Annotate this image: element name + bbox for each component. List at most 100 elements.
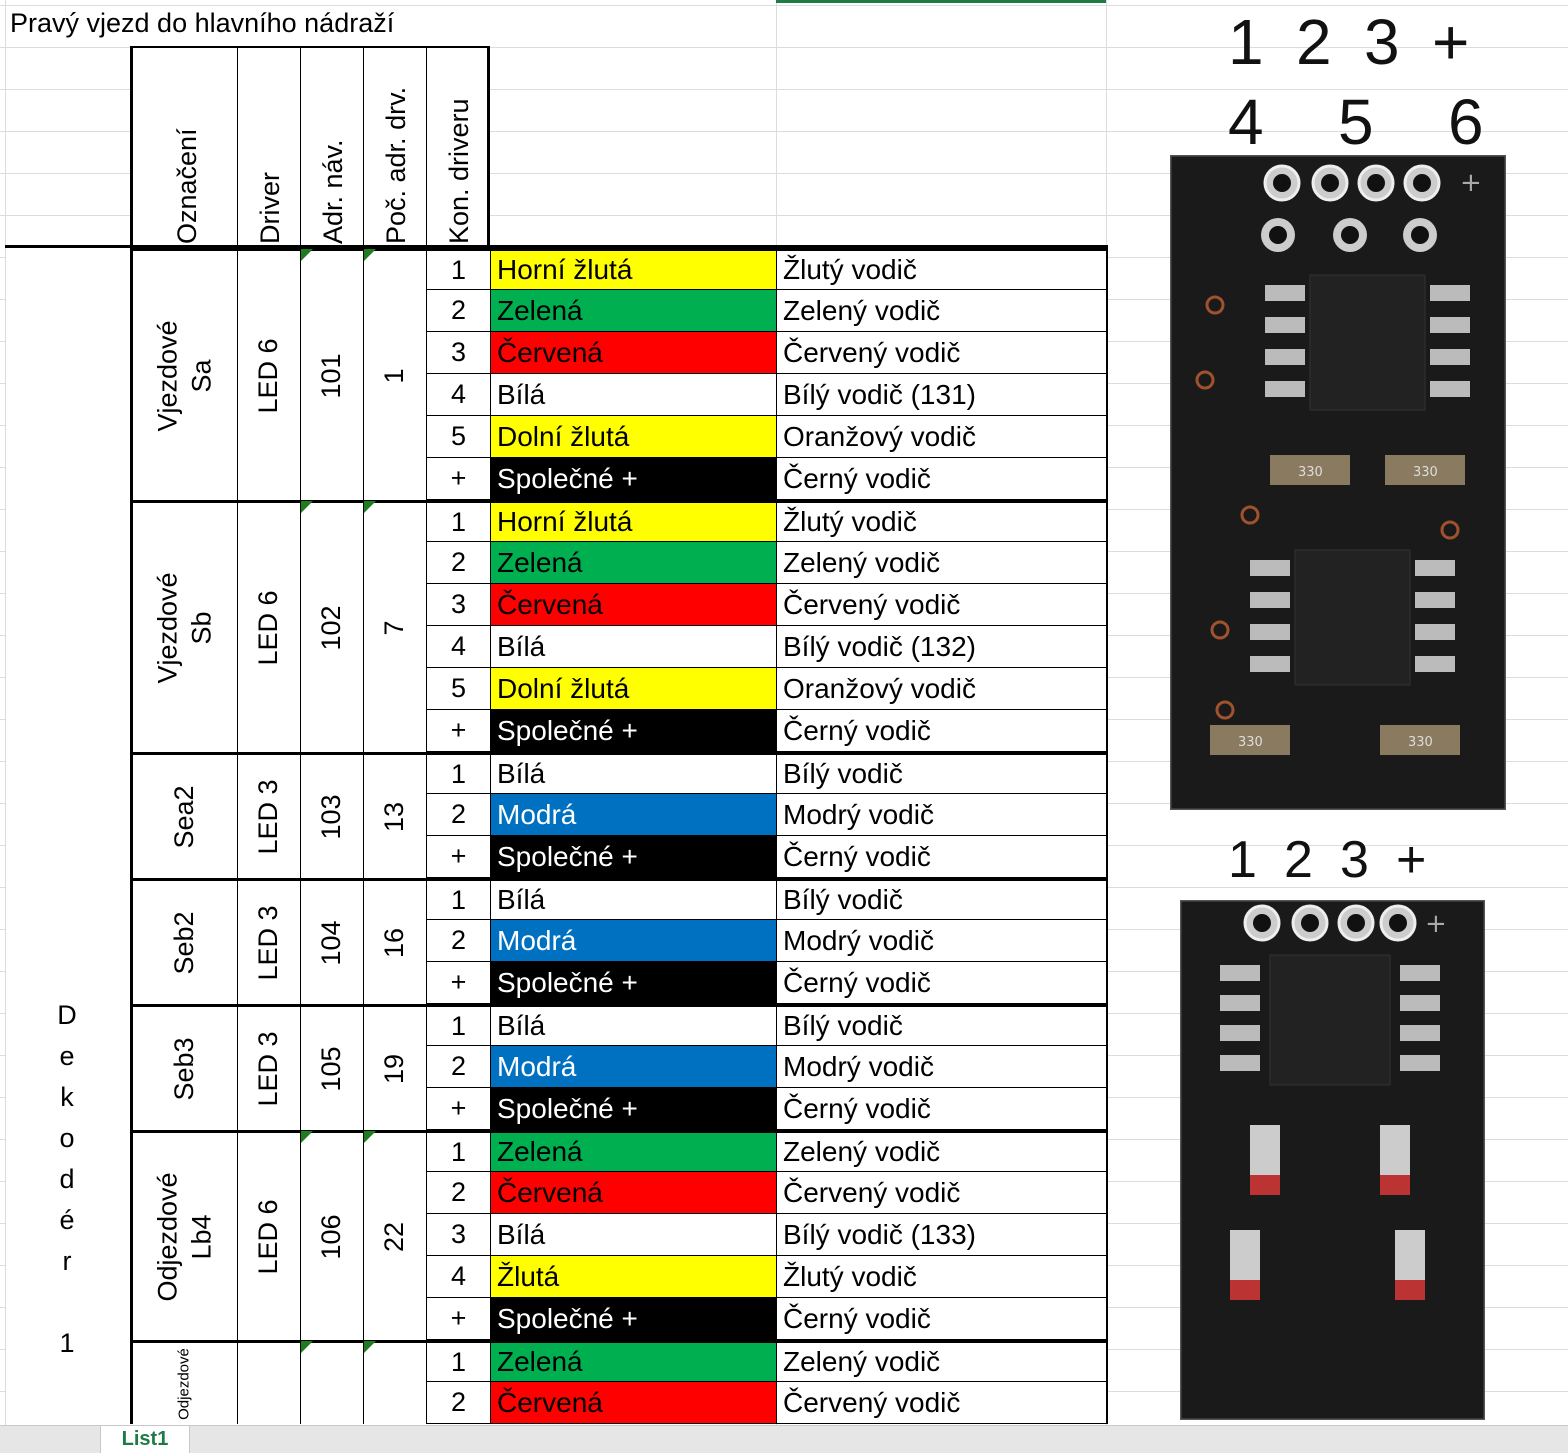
wire-cell[interactable]: Bílý vodič	[776, 752, 1108, 794]
wire-cell[interactable]: Žlutý vodič	[776, 248, 1108, 290]
address-cell[interactable]: 102	[300, 500, 363, 752]
wire-cell[interactable]: Zelený vodič	[776, 542, 1108, 584]
pin-cell[interactable]: 3	[426, 1214, 490, 1256]
driver-cell[interactable]: LED 6	[237, 248, 300, 500]
wire-cell[interactable]: Červený vodič	[776, 584, 1108, 626]
wire-cell[interactable]: Černý vodič	[776, 710, 1108, 752]
pin-cell[interactable]: 1	[426, 752, 490, 794]
led-color-cell[interactable]: Zelená	[490, 542, 776, 584]
led-color-cell[interactable]: Červená	[490, 332, 776, 374]
wire-cell[interactable]: Bílý vodič (133)	[776, 1214, 1108, 1256]
wire-cell[interactable]: Bílý vodič (132)	[776, 626, 1108, 668]
wire-cell[interactable]: Zelený vodič	[776, 1340, 1108, 1382]
pin-cell[interactable]: +	[426, 1298, 490, 1340]
led-color-cell[interactable]: Společné +	[490, 458, 776, 500]
led-color-cell[interactable]: Společné +	[490, 1298, 776, 1340]
pin-cell[interactable]: 1	[426, 1004, 490, 1046]
wire-cell[interactable]: Červený vodič	[776, 1172, 1108, 1214]
group-label-cell[interactable]: Odjezdové	[130, 1340, 237, 1424]
wire-cell[interactable]: Černý vodič	[776, 836, 1108, 878]
wire-cell[interactable]: Červený vodič	[776, 332, 1108, 374]
led-color-cell[interactable]: Zelená	[490, 290, 776, 332]
driver-cell[interactable]	[237, 1340, 300, 1424]
wire-cell[interactable]: Zelený vodič	[776, 290, 1108, 332]
led-color-cell[interactable]: Společné +	[490, 836, 776, 878]
led-color-cell[interactable]: Žlutá	[490, 1256, 776, 1298]
led-color-cell[interactable]: Modrá	[490, 794, 776, 836]
pin-cell[interactable]: +	[426, 1088, 490, 1130]
pin-cell[interactable]: 1	[426, 878, 490, 920]
driver-cell[interactable]: LED 6	[237, 500, 300, 752]
driver-cell[interactable]: LED 3	[237, 878, 300, 1004]
pin-cell[interactable]: +	[426, 710, 490, 752]
start-address-cell[interactable]: 19	[363, 1004, 426, 1130]
address-cell[interactable]: 101	[300, 248, 363, 500]
led-color-cell[interactable]: Červená	[490, 584, 776, 626]
wire-cell[interactable]: Černý vodič	[776, 1088, 1108, 1130]
wire-cell[interactable]: Bílý vodič (131)	[776, 374, 1108, 416]
header-adr-nav[interactable]: Adr. náv.	[300, 46, 363, 248]
pin-cell[interactable]: 2	[426, 290, 490, 332]
address-cell[interactable]: 106	[300, 1130, 363, 1340]
pin-cell[interactable]: 1	[426, 248, 490, 290]
led-color-cell[interactable]: Modrá	[490, 920, 776, 962]
pin-cell[interactable]: 2	[426, 920, 490, 962]
sheet-tab-list1[interactable]: List1	[100, 1426, 190, 1453]
wire-cell[interactable]: Modrý vodič	[776, 920, 1108, 962]
led-color-cell[interactable]: Dolní žlutá	[490, 416, 776, 458]
wire-cell[interactable]: Černý vodič	[776, 962, 1108, 1004]
address-cell[interactable]: 104	[300, 878, 363, 1004]
pin-cell[interactable]: 4	[426, 374, 490, 416]
wire-cell[interactable]: Bílý vodič	[776, 878, 1108, 920]
header-oznaceni[interactable]: Označení	[130, 46, 237, 248]
address-cell[interactable]: 103	[300, 752, 363, 878]
wire-cell[interactable]: Modrý vodič	[776, 1046, 1108, 1088]
wire-cell[interactable]: Červený vodič	[776, 1382, 1108, 1424]
wire-cell[interactable]: Černý vodič	[776, 1298, 1108, 1340]
group-label-cell[interactable]: Sea2	[130, 752, 237, 878]
led-color-cell[interactable]: Zelená	[490, 1130, 776, 1172]
start-address-cell[interactable]: 22	[363, 1130, 426, 1340]
led-color-cell[interactable]: Červená	[490, 1172, 776, 1214]
start-address-cell[interactable]: 7	[363, 500, 426, 752]
header-poc-adr-drv[interactable]: Poč. adr. drv.	[363, 46, 426, 248]
pin-cell[interactable]: 5	[426, 416, 490, 458]
led-color-cell[interactable]: Společné +	[490, 710, 776, 752]
wire-cell[interactable]: Žlutý vodič	[776, 1256, 1108, 1298]
group-label-cell[interactable]: Seb2	[130, 878, 237, 1004]
wire-cell[interactable]: Bílý vodič	[776, 1004, 1108, 1046]
led-color-cell[interactable]: Bílá	[490, 1004, 776, 1046]
led-color-cell[interactable]: Společné +	[490, 1088, 776, 1130]
pin-cell[interactable]: 2	[426, 542, 490, 584]
address-cell[interactable]	[300, 1340, 363, 1424]
led-color-cell[interactable]: Modrá	[490, 1046, 776, 1088]
wire-cell[interactable]: Modrý vodič	[776, 794, 1108, 836]
pin-cell[interactable]: 2	[426, 1382, 490, 1424]
driver-cell[interactable]: LED 3	[237, 1004, 300, 1130]
pin-cell[interactable]: 2	[426, 1172, 490, 1214]
start-address-cell[interactable]: 13	[363, 752, 426, 878]
led-color-cell[interactable]: Horní žlutá	[490, 248, 776, 290]
pin-cell[interactable]: 3	[426, 332, 490, 374]
pin-cell[interactable]: 2	[426, 1046, 490, 1088]
start-address-cell[interactable]: 16	[363, 878, 426, 1004]
sheet-title[interactable]: Pravý vjezd do hlavního nádraží	[10, 8, 395, 38]
led-color-cell[interactable]: Červená	[490, 1382, 776, 1424]
wire-cell[interactable]: Oranžový vodič	[776, 416, 1108, 458]
pin-cell[interactable]: 4	[426, 1256, 490, 1298]
start-address-cell[interactable]	[363, 1340, 426, 1424]
pin-cell[interactable]: 2	[426, 794, 490, 836]
led-color-cell[interactable]: Bílá	[490, 878, 776, 920]
pin-cell[interactable]: +	[426, 836, 490, 878]
led-color-cell[interactable]: Bílá	[490, 626, 776, 668]
header-driver[interactable]: Driver	[237, 46, 300, 248]
pin-cell[interactable]: 1	[426, 500, 490, 542]
pin-cell[interactable]: 5	[426, 668, 490, 710]
header-kon-driveru[interactable]: Kon. driveru	[426, 46, 490, 248]
wire-cell[interactable]: Žlutý vodič	[776, 500, 1108, 542]
group-label-cell[interactable]: Seb3	[130, 1004, 237, 1130]
address-cell[interactable]: 105	[300, 1004, 363, 1130]
